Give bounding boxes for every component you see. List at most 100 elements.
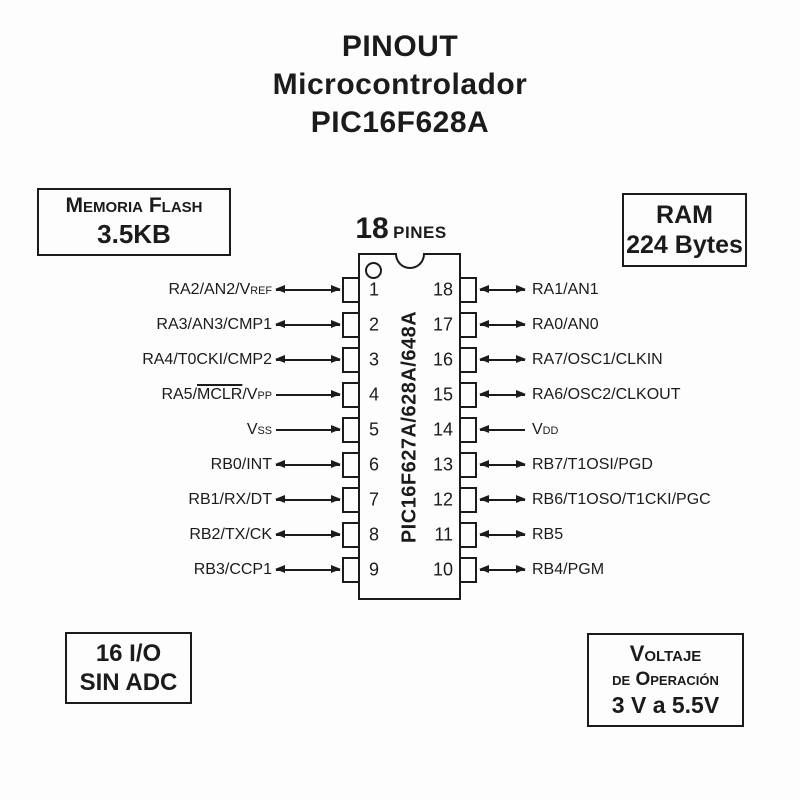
pin-row-4: RA5/MCLR/VPP 4 [0, 377, 800, 413]
pin-row-6: RB0/INT 6 [0, 447, 800, 483]
ram-label: RAM [656, 200, 713, 229]
pin-pad-9 [342, 557, 360, 583]
voltage-range: 3 V a 5.5V [611, 691, 720, 718]
pin-label-11: RB5 [532, 526, 564, 543]
bidirectional-arrow-icon [479, 390, 526, 398]
pin-row-11: RB5 11 [0, 517, 800, 553]
flash-memory-label: Memoria Flash [65, 194, 203, 218]
pin-number-5: 5 [369, 419, 380, 440]
pin-number-14: 14 [432, 419, 453, 440]
pin-label-6: RB0/INT [210, 456, 272, 473]
io-box: 16 I/O SIN ADC [65, 632, 192, 704]
pin-pad-5 [342, 417, 360, 443]
input-arrow-icon [276, 390, 341, 398]
pin-label-16: RA7/OSC1/CLKIN [532, 351, 663, 368]
page-title: PINOUT Microcontrolador PIC16F628A [0, 28, 800, 142]
bidirectional-arrow-icon [479, 495, 526, 503]
pin-number-17: 17 [432, 314, 453, 335]
pin-pad-10 [459, 557, 477, 583]
title-line-microcontroller: Microcontrolador [272, 68, 528, 101]
bidirectional-arrow-icon [275, 285, 341, 293]
bidirectional-arrow-icon [479, 530, 526, 538]
bidirectional-arrow-icon [479, 320, 526, 328]
pin-label-9: RB3/CCP1 [193, 561, 272, 578]
pin-number-4: 4 [369, 384, 380, 405]
pin-row-16: RA7/OSC1/CLKIN 16 [0, 342, 800, 378]
pin-number-18: 18 [432, 279, 453, 300]
pin-row-9: RB3/CCP1 9 [0, 552, 800, 588]
pin-label-7: RB1/RX/DT [188, 491, 272, 508]
input-arrow-icon [479, 425, 525, 433]
flash-memory-box: Memoria Flash 3.5KB [37, 188, 231, 256]
pin-number-9: 9 [369, 559, 380, 580]
io-count: 16 I/O [95, 639, 162, 667]
pin-number-11: 11 [434, 524, 453, 545]
pin-pad-7 [342, 487, 360, 513]
pin-pad-8 [342, 522, 360, 548]
pin-number-8: 8 [369, 524, 380, 545]
pin-pad-18 [459, 277, 477, 303]
pin-label-18: RA1/AN1 [532, 281, 599, 298]
pin-number-13: 13 [432, 454, 453, 475]
bidirectional-arrow-icon [275, 460, 341, 468]
pin-pad-11 [459, 522, 477, 548]
pin-pad-6 [342, 452, 360, 478]
pin-label-13: RB7/T1OSI/PGD [532, 456, 653, 473]
pin-number-7: 7 [369, 489, 380, 510]
pin-pad-15 [459, 382, 477, 408]
pin-pad-16 [459, 347, 477, 373]
pin-number-16: 16 [432, 349, 453, 370]
pin-row-12: RB6/T1OSO/T1CKI/PGC 12 [0, 482, 800, 518]
pin-pad-3 [342, 347, 360, 373]
pin-label-3: RA4/T0CKI/CMP2 [142, 351, 272, 368]
pin-row-18: RA1/AN1 18 [0, 272, 800, 308]
voltage-box: Voltaje de Operación 3 V a 5.5V [587, 633, 744, 727]
voltage-label-1: Voltaje [629, 640, 702, 666]
pin-label-8: RB2/TX/CK [189, 526, 272, 543]
pin-label-1: RA2/AN2/VREF [168, 281, 272, 298]
pin-pad-17 [459, 312, 477, 338]
pin-label-12: RB6/T1OSO/T1CKI/PGC [532, 491, 711, 508]
pin-label-4: RA5/MCLR/VPP [161, 386, 272, 403]
bidirectional-arrow-icon [275, 320, 341, 328]
pin-count-caption: 18 PINES [336, 212, 466, 246]
chip-body: PIC16F627A/628A/648A [358, 253, 461, 600]
pin-pad-1 [342, 277, 360, 303]
pin-number-15: 15 [432, 384, 453, 405]
pin-number-10: 10 [432, 559, 453, 580]
bidirectional-arrow-icon [275, 355, 341, 363]
pin-row-13: RB7/T1OSI/PGD 13 [0, 447, 800, 483]
pin-row-3: RA4/T0CKI/CMP2 3 [0, 342, 800, 378]
flash-memory-value: 3.5KB [97, 218, 171, 249]
bidirectional-arrow-icon [479, 460, 526, 468]
pin-pad-14 [459, 417, 477, 443]
pin1-indicator-dot [365, 262, 382, 279]
pin-label-15: RA6/OSC2/CLKOUT [532, 386, 681, 403]
chip-notch [394, 253, 425, 269]
pin-pad-13 [459, 452, 477, 478]
pin-count-number: 18 [355, 212, 389, 245]
pin-label-14: VDD [532, 421, 559, 438]
bidirectional-arrow-icon [479, 565, 526, 573]
pin-pad-2 [342, 312, 360, 338]
voltage-label-2: de Operación [612, 668, 719, 690]
pin-row-15: RA6/OSC2/CLKOUT 15 [0, 377, 800, 413]
ram-value: 224 Bytes [626, 231, 743, 259]
input-arrow-icon [276, 425, 341, 433]
no-adc-label: SIN ADC [79, 669, 178, 696]
pin-number-3: 3 [369, 349, 380, 370]
pin-row-14: VDD 14 [0, 412, 800, 448]
bidirectional-arrow-icon [275, 530, 341, 538]
title-line-pinout: PINOUT [341, 30, 459, 63]
pin-count-word: PINES [393, 223, 447, 242]
pin-number-12: 12 [432, 489, 453, 510]
pin-number-6: 6 [369, 454, 380, 475]
pin-pad-4 [342, 382, 360, 408]
pin-label-17: RA0/AN0 [532, 316, 599, 333]
pin-label-2: RA3/AN3/CMP1 [156, 316, 272, 333]
title-line-part: PIC16F628A [310, 106, 490, 139]
pin-row-8: RB2/TX/CK 8 [0, 517, 800, 553]
